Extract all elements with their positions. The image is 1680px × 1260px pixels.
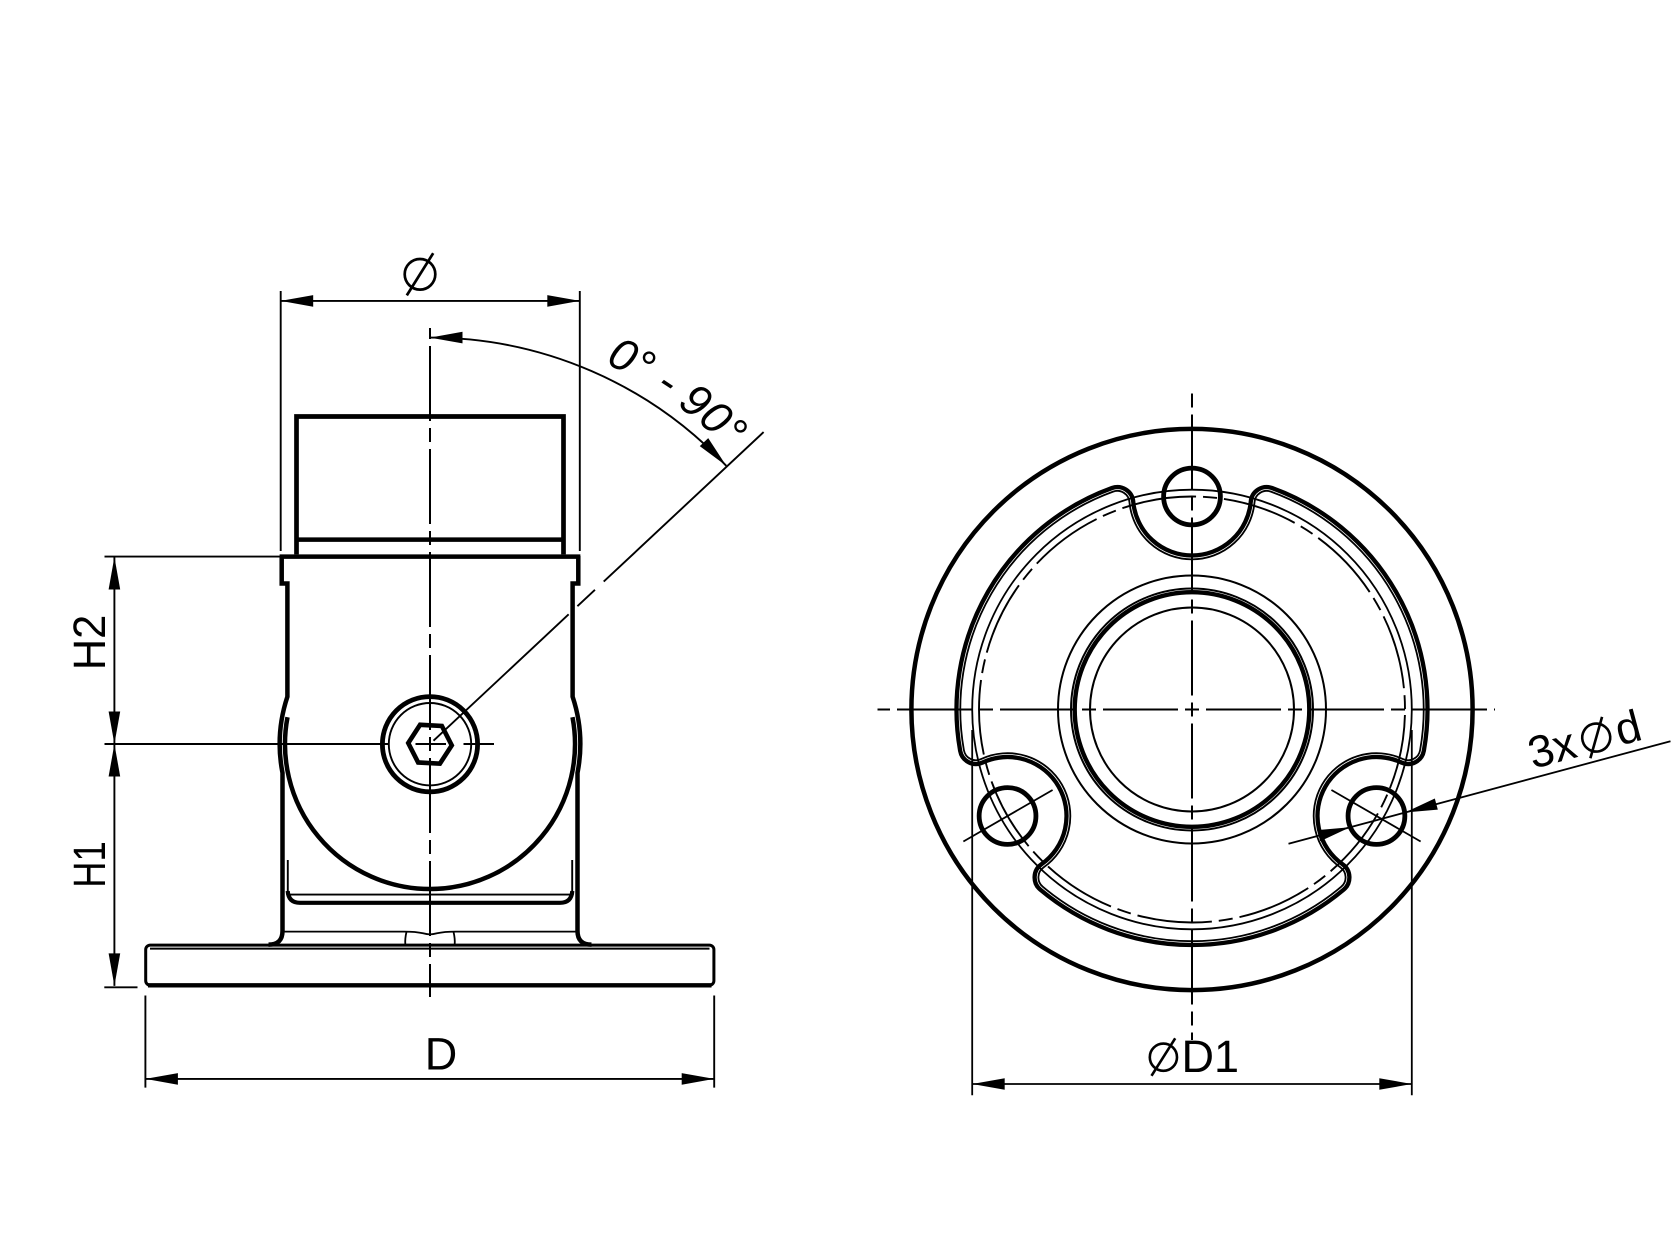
svg-text:H2: H2 <box>64 615 115 671</box>
svg-text:D1: D1 <box>1182 1031 1240 1082</box>
svg-text:H1: H1 <box>64 841 115 888</box>
svg-text:D: D <box>425 1029 458 1080</box>
